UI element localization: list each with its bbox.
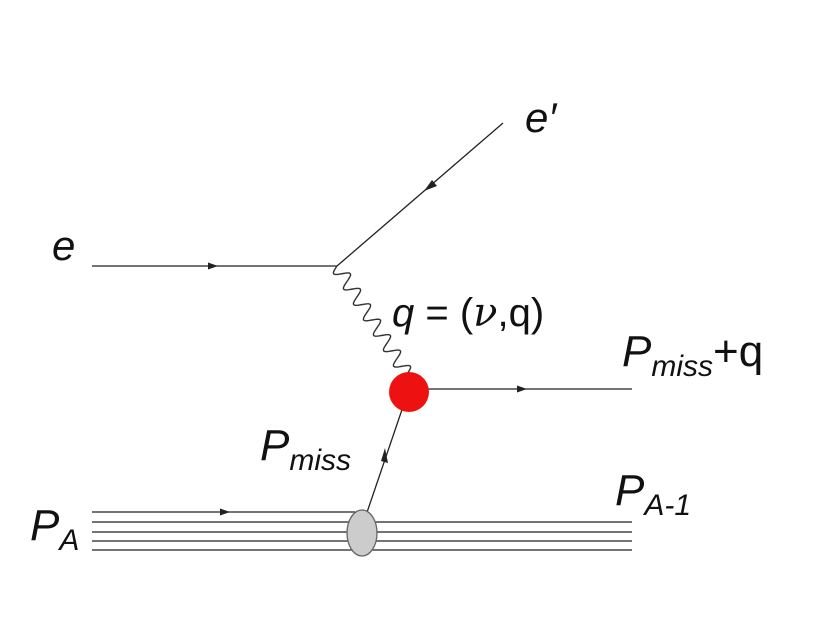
nucleus-vertex-blob <box>346 509 378 557</box>
outgoing-electron-line <box>336 122 504 267</box>
outgoing-nucleon-label: Pmiss+q <box>622 327 763 383</box>
arrow-icon <box>208 262 218 270</box>
residual-nucleus-lines <box>370 521 632 551</box>
interaction-vertex <box>389 372 429 412</box>
arrow-icon <box>381 448 388 463</box>
residual-nucleus-label: PA-1 <box>615 466 691 522</box>
incoming-electron-label: e <box>52 222 75 269</box>
photon-label: q = (ν,q) <box>392 290 544 336</box>
virtual-photon-line <box>332 265 412 375</box>
arrow-icon <box>424 180 437 191</box>
struck-nucleon-label: Pmiss <box>260 421 351 477</box>
target-nucleus-label: PA <box>30 501 79 557</box>
arrow-icon <box>220 508 230 516</box>
outgoing-electron-label: e′ <box>525 94 558 141</box>
arrow-icon <box>517 385 527 393</box>
target-nucleus-lines <box>92 511 355 551</box>
